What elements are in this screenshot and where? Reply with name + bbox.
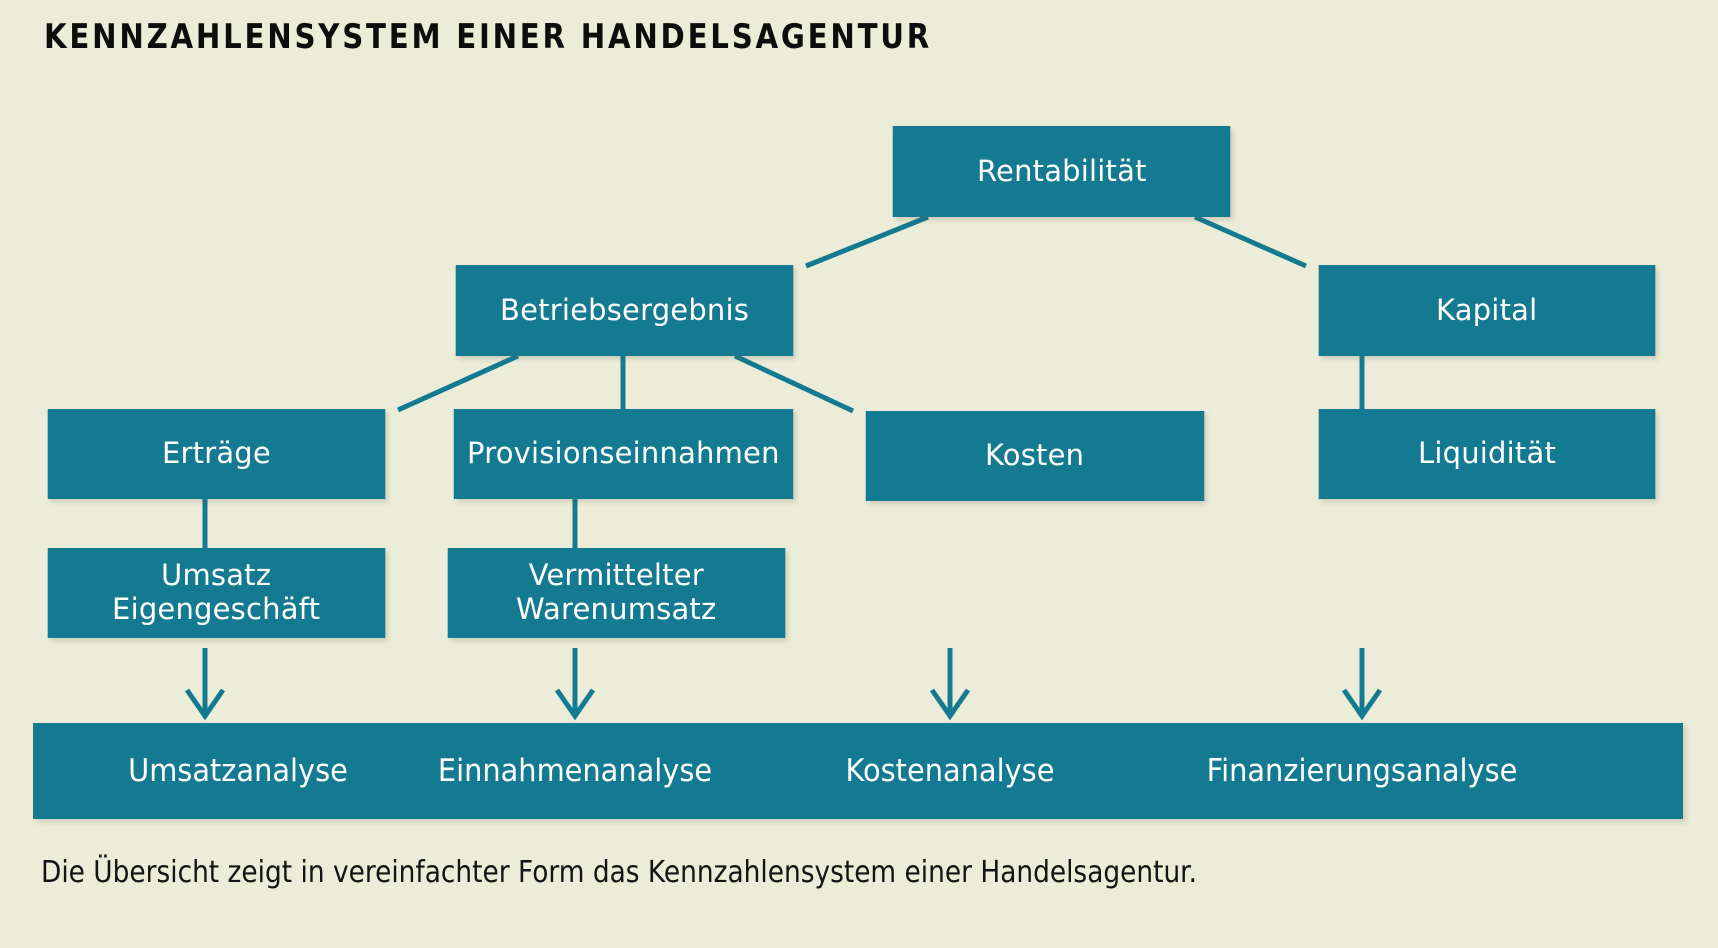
arrow-liquiditaet-to-finanzierungsanalyse <box>1341 648 1383 721</box>
analysis-bar: Umsatzanalyse Einnahmenanalyse Kostenana… <box>33 723 1683 819</box>
node-provisionseinnahmen[interactable]: Provisionseinnahmen <box>453 409 794 499</box>
analysis-cell-finanzierungsanalyse[interactable]: Finanzierungsanalyse <box>1167 723 1558 819</box>
node-vermittelter-warenumsatz[interactable]: Vermittelter Warenumsatz <box>447 548 786 638</box>
node-label: Vermittelter Warenumsatz <box>516 558 717 626</box>
node-label: Betriebsergebnis <box>499 292 750 327</box>
edge-betriebsergebnis-kosten <box>733 353 855 414</box>
node-ertraege[interactable]: Erträge <box>47 409 386 499</box>
edge-betriebsergebnis-ertraege <box>396 353 520 413</box>
analysis-cell-einnahmenanalyse[interactable]: Einnahmenanalyse <box>398 723 751 819</box>
node-label: Umsatz Eigengeschäft <box>112 558 321 626</box>
analysis-cell-label: Kostenanalyse <box>845 753 1055 789</box>
node-label: Provisionseinnahmen <box>467 436 780 471</box>
analysis-cell-label: Umsatzanalyse <box>128 753 348 789</box>
node-label: Erträge <box>162 436 271 471</box>
arrow-umsatz-to-umsatzanalyse <box>184 648 226 721</box>
node-betriebsergebnis[interactable]: Betriebsergebnis <box>455 265 794 356</box>
edge-rentabilitaet-betriebsergebnis <box>805 214 929 269</box>
node-rentabilitaet[interactable]: Rentabilität <box>892 126 1231 217</box>
analysis-cell-kostenanalyse[interactable]: Kostenanalyse <box>783 723 1118 819</box>
arrow-kosten-to-kostenanalyse <box>929 648 971 721</box>
edge-rentabilitaet-kapital <box>1193 214 1308 269</box>
node-liquiditaet[interactable]: Liquidität <box>1318 409 1656 499</box>
analysis-cell-label: Finanzierungsanalyse <box>1206 753 1518 789</box>
node-umsatz-eigengeschaeft[interactable]: Umsatz Eigengeschäft <box>47 548 386 638</box>
page-title: KENNZAHLENSYSTEM EINER HANDELSAGENTUR <box>44 17 933 57</box>
node-label: Rentabilität <box>976 153 1147 188</box>
node-label: Kapital <box>1436 292 1538 327</box>
node-kosten[interactable]: Kosten <box>865 411 1205 501</box>
analysis-cell-umsatzanalyse[interactable]: Umsatzanalyse <box>41 723 435 819</box>
node-kapital[interactable]: Kapital <box>1318 265 1656 356</box>
analysis-cell-label: Einnahmenanalyse <box>437 753 713 789</box>
arrow-warenumsatz-to-einnahmenanalyse <box>554 648 596 721</box>
caption: Die Übersicht zeigt in vereinfachter For… <box>41 855 1198 890</box>
node-label: Liquidität <box>1417 436 1556 471</box>
node-label: Kosten <box>985 438 1085 473</box>
